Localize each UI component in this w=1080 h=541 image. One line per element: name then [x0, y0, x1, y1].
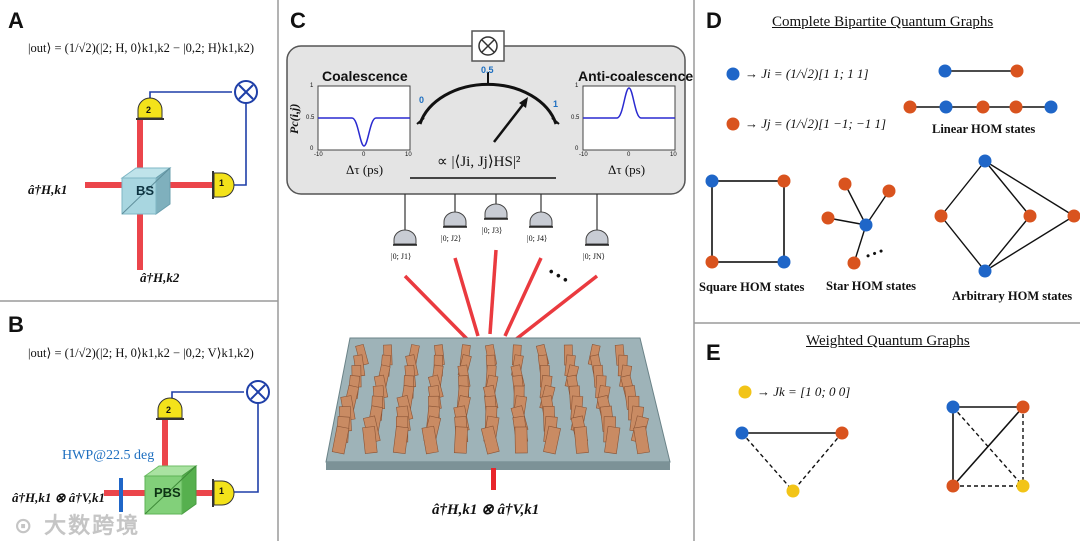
left-xtick-pos: 10: [405, 152, 412, 158]
left-xtick-0: 0: [362, 152, 366, 158]
panel-b-diagram: [104, 380, 270, 515]
metasurface-pillar: [480, 425, 500, 455]
bs-label: BS: [136, 183, 155, 198]
metasurface-pillar: [421, 425, 439, 455]
detector-j3-label: |0; J3⟩: [482, 226, 503, 235]
linear-hom-label: Linear HOM states: [932, 122, 1036, 136]
left-plot-xlabel: Δτ (ps): [346, 162, 384, 177]
pbs-label: PBS: [154, 485, 181, 500]
panel-a-equation: |out⟩ = (1/√2)(|2; H, 0⟩k1,k2 − |0,2; H⟩…: [28, 41, 255, 55]
right-ytick-1: 1: [575, 83, 579, 89]
panel-e-letter: E: [706, 340, 721, 365]
detector-j1-label: |0; J1⟩: [391, 252, 412, 261]
panel-b-letter: B: [8, 312, 24, 337]
panel-c-diagram: [286, 30, 686, 490]
pbs-detector-2-label: 2: [166, 405, 172, 415]
pbs-detector-1-label: 1: [219, 486, 225, 496]
metasurface-output-operator: â†H,k1 ⊗ â†V,k1: [432, 502, 540, 518]
panel-a-diagram: [85, 80, 258, 270]
dial-label-1: 1: [553, 99, 559, 109]
metasurface-pillar: [573, 426, 589, 454]
right-xtick-0: 0: [627, 152, 631, 158]
panel-d-letter: D: [706, 8, 722, 33]
metasurface-pillar: [453, 426, 468, 454]
metasurface-pillar: [633, 425, 650, 455]
anti-coalescence-label: Anti-coalescence: [578, 68, 694, 84]
dial-label-05: 0.5: [481, 65, 494, 75]
detector-jn-label: |0; JN⟩: [583, 252, 605, 261]
detector-j4-label: |0; J4⟩: [527, 234, 548, 243]
bipartite-graphs-title: Complete Bipartite Quantum Graphs: [772, 14, 994, 30]
left-xtick-neg: -10: [314, 152, 323, 158]
arbitrary-hom-label: Arbitrary HOM states: [952, 289, 1073, 303]
left-ytick-0: 0: [310, 146, 314, 152]
dial-label-0: 0: [419, 95, 425, 105]
jk-matrix-definition: → Jk = [1 0; 0 0]: [757, 384, 851, 399]
metasurface-pillar: [362, 426, 378, 454]
star-hom-label: Star HOM states: [826, 279, 917, 293]
panel-a-letter: A: [8, 8, 24, 33]
detector-2-label: 2: [146, 105, 152, 115]
right-ytick-0: 0: [575, 146, 579, 152]
metasurface-pillar: [543, 425, 561, 455]
detector-1-label: 1: [219, 178, 225, 188]
right-xtick-neg: -10: [579, 152, 588, 158]
metasurface-pillar: [331, 425, 350, 455]
pbs-input-operator: â†H,k1 ⊗ â†V,k1: [12, 490, 105, 505]
ji-matrix-definition: → Ji = (1/√2)[1 1; 1 1]: [745, 66, 869, 81]
weighted-graphs-title: Weighted Quantum Graphs: [806, 333, 970, 349]
hwp-label: HWP@22.5 deg: [62, 448, 155, 463]
right-ytick-05: 0.5: [571, 115, 580, 121]
metasurface-pillar: [604, 425, 621, 455]
hilbert-schmidt-label: ∝ |⟨Ji, Jj⟩HS|²: [437, 154, 521, 170]
left-ytick-05: 0.5: [306, 115, 315, 121]
coalescence-label: Coalescence: [322, 68, 408, 84]
detector-j2-label: |0; J2⟩: [441, 234, 462, 243]
left-ytick-1: 1: [310, 83, 314, 89]
panel-c-letter: C: [290, 8, 306, 33]
square-hom-label: Square HOM states: [699, 280, 805, 294]
right-plot-xlabel: Δτ (ps): [608, 162, 646, 177]
input-top-operator: â†H,k1: [28, 182, 68, 197]
metasurface-pillar: [514, 426, 528, 454]
panel-b-equation: |out⟩ = (1/√2)(|2; H, 0⟩k1,k2 − |0,2; V⟩…: [28, 346, 254, 360]
input-bottom-operator: â†H,k2: [140, 270, 180, 285]
watermark: ⊙ 大数跨境: [14, 514, 141, 539]
right-xtick-pos: 10: [670, 152, 677, 158]
metasurface-pillar: [392, 426, 409, 454]
jj-matrix-definition: → Jj = (1/√2)[1 −1; −1 1]: [745, 116, 887, 131]
